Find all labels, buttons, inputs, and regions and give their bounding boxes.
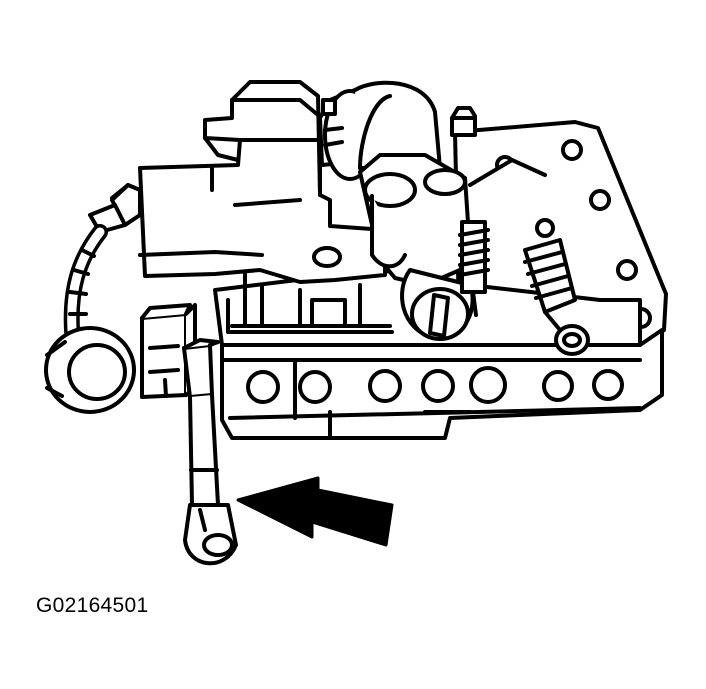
right-solenoid	[358, 153, 475, 341]
connector-plug	[44, 326, 136, 414]
spring-assembly-left	[458, 220, 490, 317]
spring-assembly-right	[523, 238, 590, 356]
top-sensor	[450, 106, 477, 137]
center-solenoid	[318, 80, 442, 197]
left-solenoid-housing	[138, 80, 387, 284]
lower-body-block	[220, 328, 664, 440]
figure-code: G02164501	[36, 594, 149, 617]
harness-pin	[182, 338, 238, 566]
arrow-icon	[236, 476, 394, 547]
